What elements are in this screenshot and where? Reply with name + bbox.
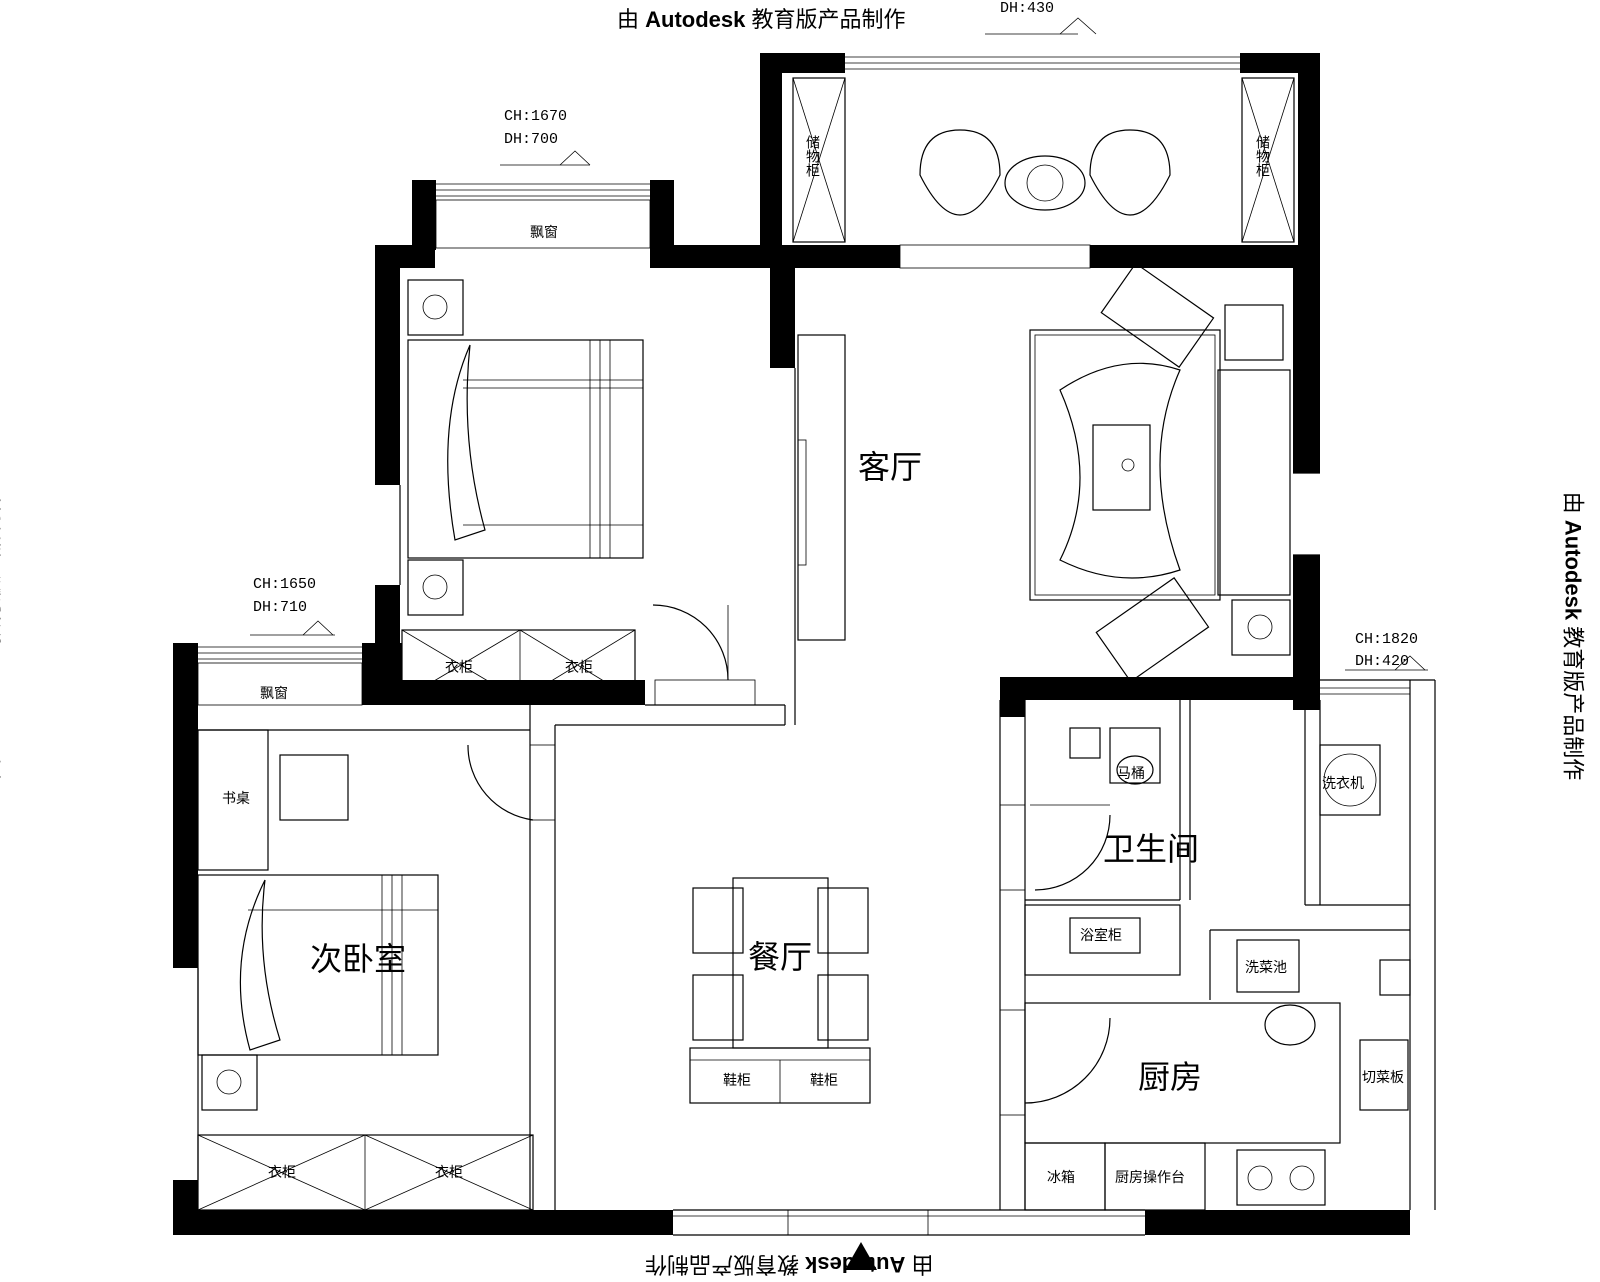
kitchen-label: 厨房 xyxy=(1138,1058,1202,1096)
bath-cabinet-label: 浴室柜 xyxy=(1080,927,1122,944)
master-bedroom xyxy=(401,279,729,701)
washing-machine-label: 洗衣机 xyxy=(1322,776,1364,792)
kitchen xyxy=(1024,939,1411,1211)
watermark-prefix: 由 xyxy=(617,7,640,32)
dim-kitchen-ch: CH:1820 xyxy=(1355,631,1418,648)
dim-kitchen-dh: DH:420 xyxy=(1355,653,1409,670)
sills xyxy=(197,199,1091,1236)
wardrobe-second-1-label: 衣柜 xyxy=(268,1165,296,1181)
watermark-top: 由 Autodesk 教育版产品制作 xyxy=(617,2,906,34)
bathroom-label: 卫生间 xyxy=(1103,830,1199,868)
dining xyxy=(689,877,871,1104)
watermark-brand: Autodesk xyxy=(645,7,746,32)
dim-top: DH:430 xyxy=(1000,0,1054,17)
bay-window-2-label: 飘窗 xyxy=(260,685,288,702)
storage-cabinet-left-label: 储物柜 xyxy=(804,135,820,177)
watermark-suffix: 教育版产品制作 xyxy=(751,7,906,32)
bathroom xyxy=(1024,727,1381,976)
second-bedroom xyxy=(197,729,534,1211)
toilet-label: 马桶 xyxy=(1117,766,1145,782)
dim-master-dh: DH:700 xyxy=(504,131,558,148)
desk-label: 书桌 xyxy=(222,791,250,807)
wardrobe-master-1-label: 衣柜 xyxy=(445,660,473,676)
balcony xyxy=(792,77,1295,243)
storage-cabinet-right-label: 储物柜 xyxy=(1254,135,1270,177)
interior-lines xyxy=(197,368,1436,1236)
dining-room-label: 餐厅 xyxy=(748,938,812,976)
second-bedroom-label: 次卧室 xyxy=(310,940,406,978)
living-room-label: 客厅 xyxy=(858,448,922,486)
shoe-cabinet-2-label: 鞋柜 xyxy=(810,1073,838,1089)
wardrobe-second-2-label: 衣柜 xyxy=(435,1165,463,1181)
dim-second-dh: DH:710 xyxy=(253,599,307,616)
windows xyxy=(198,56,1410,1217)
dim-second-ch: CH:1650 xyxy=(253,576,316,593)
dimension-markers xyxy=(250,17,1428,1270)
sink-label: 洗菜池 xyxy=(1245,960,1287,976)
counter-label: 厨房操作台 xyxy=(1115,1170,1185,1186)
dim-master-ch: CH:1670 xyxy=(504,108,567,125)
bay-window-1-label: 飘窗 xyxy=(530,224,558,241)
fridge-label: 冰箱 xyxy=(1047,1170,1075,1186)
walls xyxy=(173,53,1410,1235)
wardrobe-master-2-label: 衣柜 xyxy=(565,660,593,676)
cutting-board-label: 切菜板 xyxy=(1362,1070,1404,1086)
shoe-cabinet-1-label: 鞋柜 xyxy=(723,1073,751,1089)
living-room xyxy=(797,262,1291,683)
